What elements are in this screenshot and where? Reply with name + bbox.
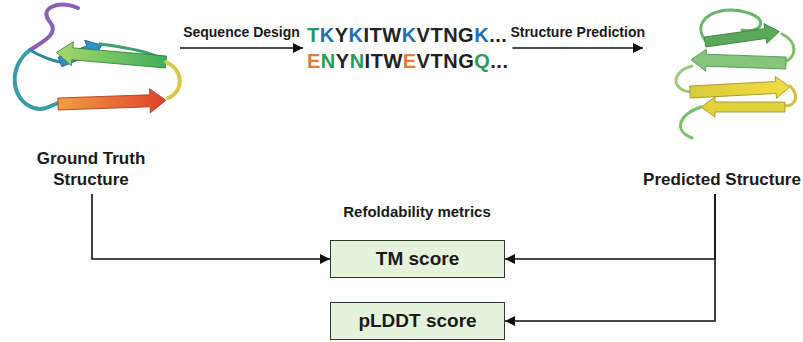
beta-strand xyxy=(55,40,167,73)
residue-letter: N xyxy=(321,50,336,72)
residue-letter: . xyxy=(489,24,495,46)
beta-strand xyxy=(704,22,781,52)
residue-letter: . xyxy=(496,50,502,72)
sequence-text: ENYNITWEVTNGQ... xyxy=(307,48,508,74)
residue-letter: K xyxy=(402,24,417,46)
residue-letter: . xyxy=(501,24,507,46)
metric-name: TM score xyxy=(376,248,459,270)
residue-letter: K xyxy=(474,24,489,46)
residue-letter: Y xyxy=(335,24,349,46)
residue-letter: I xyxy=(365,50,371,72)
sequence-block: TKYKITWKVTNGK...ENYNITWEVTNGQ... xyxy=(303,20,512,76)
residue-letter: W xyxy=(382,24,401,46)
residue-letter: N xyxy=(443,50,458,72)
residue-letter: K xyxy=(320,24,335,46)
residue-letter: N xyxy=(443,24,458,46)
beta-strand xyxy=(691,49,787,74)
step-label: Structure Prediction xyxy=(508,24,647,40)
residue-letter: G xyxy=(458,24,474,46)
beta-strand xyxy=(701,97,785,117)
residue-letter: T xyxy=(430,24,443,46)
residue-letter: I xyxy=(363,24,369,46)
ground-truth-cartoon xyxy=(15,5,180,116)
residue-letter: Y xyxy=(336,50,350,72)
residue-letter: T xyxy=(307,24,320,46)
residue-letter: E xyxy=(307,50,321,72)
residue-letter: G xyxy=(458,50,474,72)
residue-letter: V xyxy=(417,24,431,46)
residue-letter: W xyxy=(383,50,402,72)
residue-letter: . xyxy=(495,24,501,46)
structure-caption: Predicted Structure xyxy=(643,0,801,194)
metric-box: pLDDT score xyxy=(330,302,505,340)
coil xyxy=(30,50,60,62)
residue-letter: Q xyxy=(474,50,490,72)
flow-arrow xyxy=(512,47,643,49)
section-heading: Refoldability metrics xyxy=(343,203,491,220)
beta-strand xyxy=(58,88,167,116)
residue-letter: T xyxy=(371,50,384,72)
beta-strand xyxy=(689,76,790,103)
flow-arrow xyxy=(92,194,330,259)
flow-arrow xyxy=(505,194,715,321)
residue-letter: T xyxy=(370,24,383,46)
sequence-text: TKYKITWKVTNGK... xyxy=(307,22,508,48)
residue-letter: V xyxy=(417,50,431,72)
metric-box: TM score xyxy=(330,240,505,278)
coil xyxy=(166,62,180,98)
residue-letter: E xyxy=(403,50,417,72)
metric-name: pLDDT score xyxy=(358,310,476,332)
residue-letter: K xyxy=(349,24,364,46)
caption-text: Ground Truth Structure xyxy=(2,149,180,190)
flow-arrow xyxy=(505,194,715,259)
coil xyxy=(784,86,796,106)
residue-letter: N xyxy=(350,50,365,72)
residue-letter: . xyxy=(502,50,508,72)
predicted-cartoon xyxy=(676,10,796,138)
caption-text: Predicted Structure xyxy=(643,170,801,190)
step-label: Sequence Design xyxy=(181,24,302,40)
residue-letter: T xyxy=(430,50,443,72)
structure-caption: Ground Truth Structure xyxy=(2,0,180,194)
residue-letter: . xyxy=(490,50,496,72)
flow-arrow xyxy=(180,47,303,49)
coil xyxy=(680,107,701,138)
